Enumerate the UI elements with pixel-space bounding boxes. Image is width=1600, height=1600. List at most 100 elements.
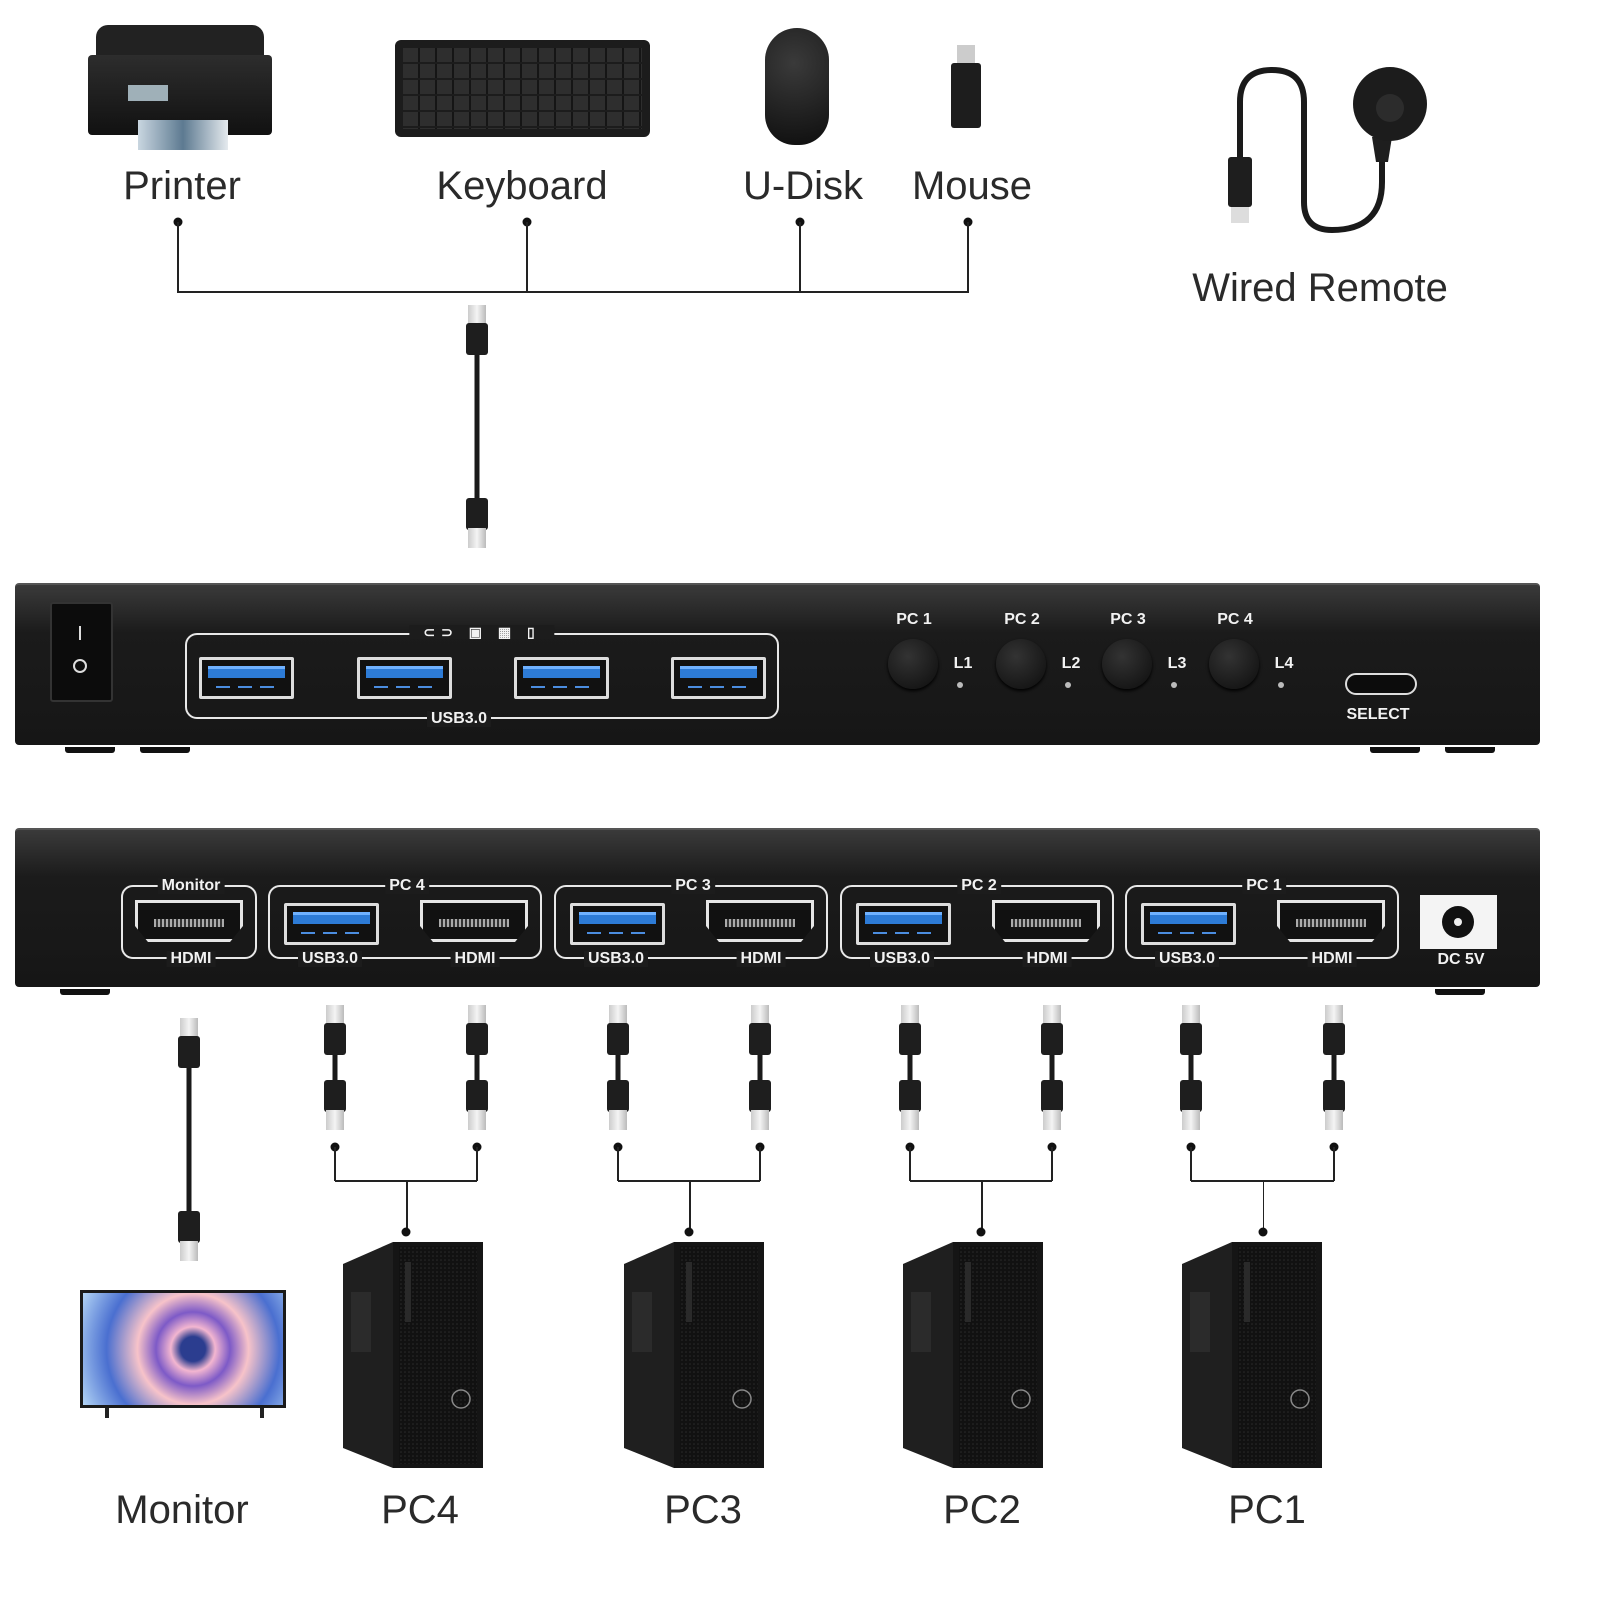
usb-port-4[interactable] <box>671 657 766 699</box>
usb-label: USB3.0 <box>869 951 935 967</box>
led-indicator <box>957 682 963 688</box>
hdmi-port[interactable] <box>1277 900 1385 942</box>
usb-plug <box>899 1023 921 1055</box>
usb-port[interactable] <box>856 903 951 945</box>
usb-plug <box>1180 1080 1202 1112</box>
hp-logo-tower-graphic <box>903 1242 1043 1468</box>
port-group-title: PC 3 <box>671 878 715 894</box>
power-switch[interactable] <box>50 602 113 702</box>
pc3-tower-image <box>624 1242 764 1468</box>
connector-line <box>334 1147 336 1181</box>
usb-plug <box>468 1005 486 1025</box>
usb-port-2[interactable] <box>357 657 452 699</box>
hdmi-label: HDMI <box>1022 951 1072 967</box>
usb-plug <box>468 1110 486 1130</box>
mouse-image <box>765 28 829 145</box>
pc-button-label: PC 1 <box>896 611 932 628</box>
usb-plug <box>1041 1080 1063 1112</box>
pc2-label: PC2 <box>943 1488 1021 1532</box>
cable-cord <box>1049 1055 1055 1080</box>
led-label: L3 <box>1167 655 1187 672</box>
wired-remote-label: Wired Remote <box>1192 266 1448 310</box>
led-indicator <box>1065 682 1071 688</box>
usb-cable <box>323 1005 347 1130</box>
port-group-title: PC 4 <box>385 878 429 894</box>
usb-port-1[interactable] <box>199 657 294 699</box>
pc2-switch-button[interactable] <box>996 639 1046 689</box>
connector-line <box>1051 1147 1053 1181</box>
monitor-image <box>80 1290 286 1418</box>
usb-plug <box>466 1023 488 1055</box>
usb-plug <box>899 1080 921 1112</box>
usb-plug <box>609 1110 627 1130</box>
usb-plug <box>326 1005 344 1025</box>
usb-port[interactable] <box>284 903 379 945</box>
led-label: L4 <box>1274 655 1294 672</box>
usb-label: USB3.0 <box>583 951 649 967</box>
usb-cable <box>465 1005 489 1130</box>
usb-port[interactable] <box>570 903 665 945</box>
usb-plug <box>1325 1005 1343 1025</box>
printer-image <box>88 25 272 150</box>
cable-cord <box>186 1068 192 1211</box>
usb-plug <box>749 1080 771 1112</box>
hdmi-port[interactable] <box>420 900 528 942</box>
usb-cable <box>1040 1005 1064 1130</box>
monitor-port-title: Monitor <box>157 878 225 894</box>
connector-dot <box>401 1227 411 1237</box>
select-label: SELECT <box>1346 706 1410 723</box>
usb-cable <box>606 1005 630 1130</box>
usb-label: USB3.0 <box>1154 951 1220 967</box>
printer-icon: ▣ <box>468 624 488 640</box>
usb-plug <box>324 1080 346 1112</box>
select-port[interactable] <box>1345 673 1417 695</box>
usb-plug <box>749 1023 771 1055</box>
pc3-switch-button[interactable] <box>1102 639 1152 689</box>
keyboard-icon: ▦ <box>497 624 518 640</box>
connector-line <box>476 1147 478 1181</box>
connector-line <box>981 1180 983 1232</box>
pc2-tower-image <box>903 1242 1043 1468</box>
usb-plug <box>1041 1023 1063 1055</box>
pc1-tower-image <box>1182 1242 1322 1468</box>
usb-plug <box>180 1241 198 1261</box>
pc1-label: PC1 <box>1228 1488 1306 1532</box>
led-label: L1 <box>953 655 973 672</box>
cable-cord <box>332 1055 338 1080</box>
monitor-hdmi-port[interactable] <box>135 900 243 942</box>
usb-port-3[interactable] <box>514 657 609 699</box>
hdmi-port[interactable] <box>706 900 814 942</box>
pc1-switch-button[interactable] <box>888 639 938 689</box>
usb-hub-frame: ⊂⊃ ▣ ▦ ▯ USB3.0 <box>185 625 779 727</box>
pc4-switch-button[interactable] <box>1209 639 1259 689</box>
port-icons: ⊂⊃ ▣ ▦ ▯ <box>409 624 555 640</box>
usb-plug <box>751 1005 769 1025</box>
port-group-title: PC 2 <box>957 878 1001 894</box>
usb-cable <box>1322 1005 1346 1130</box>
cable-cord <box>1331 1055 1337 1080</box>
hdmi-port[interactable] <box>992 900 1100 942</box>
usb-plug <box>1180 1023 1202 1055</box>
connector-dot <box>1258 1227 1267 1237</box>
cable-cord <box>1188 1055 1194 1080</box>
usb-plug <box>751 1110 769 1130</box>
connector-line <box>1262 1180 1264 1232</box>
usb-dongle-image <box>951 45 981 128</box>
wired-remote-image <box>1222 62 1432 237</box>
usb-plug <box>1043 1110 1061 1130</box>
usb-plug <box>609 1005 627 1025</box>
hdmi-label: HDMI <box>1307 951 1357 967</box>
pc4-tower-image <box>343 1242 483 1468</box>
usb-plug <box>178 1036 200 1068</box>
connector-line <box>689 1180 691 1232</box>
usb-cable <box>898 1005 922 1130</box>
hp-logo-tower-graphic <box>624 1242 764 1468</box>
cable-cord <box>474 1055 480 1080</box>
usb-port[interactable] <box>1141 903 1236 945</box>
connector-dot <box>684 1227 694 1237</box>
dc-power-jack[interactable] <box>1420 895 1497 949</box>
cable-cord <box>757 1055 763 1080</box>
